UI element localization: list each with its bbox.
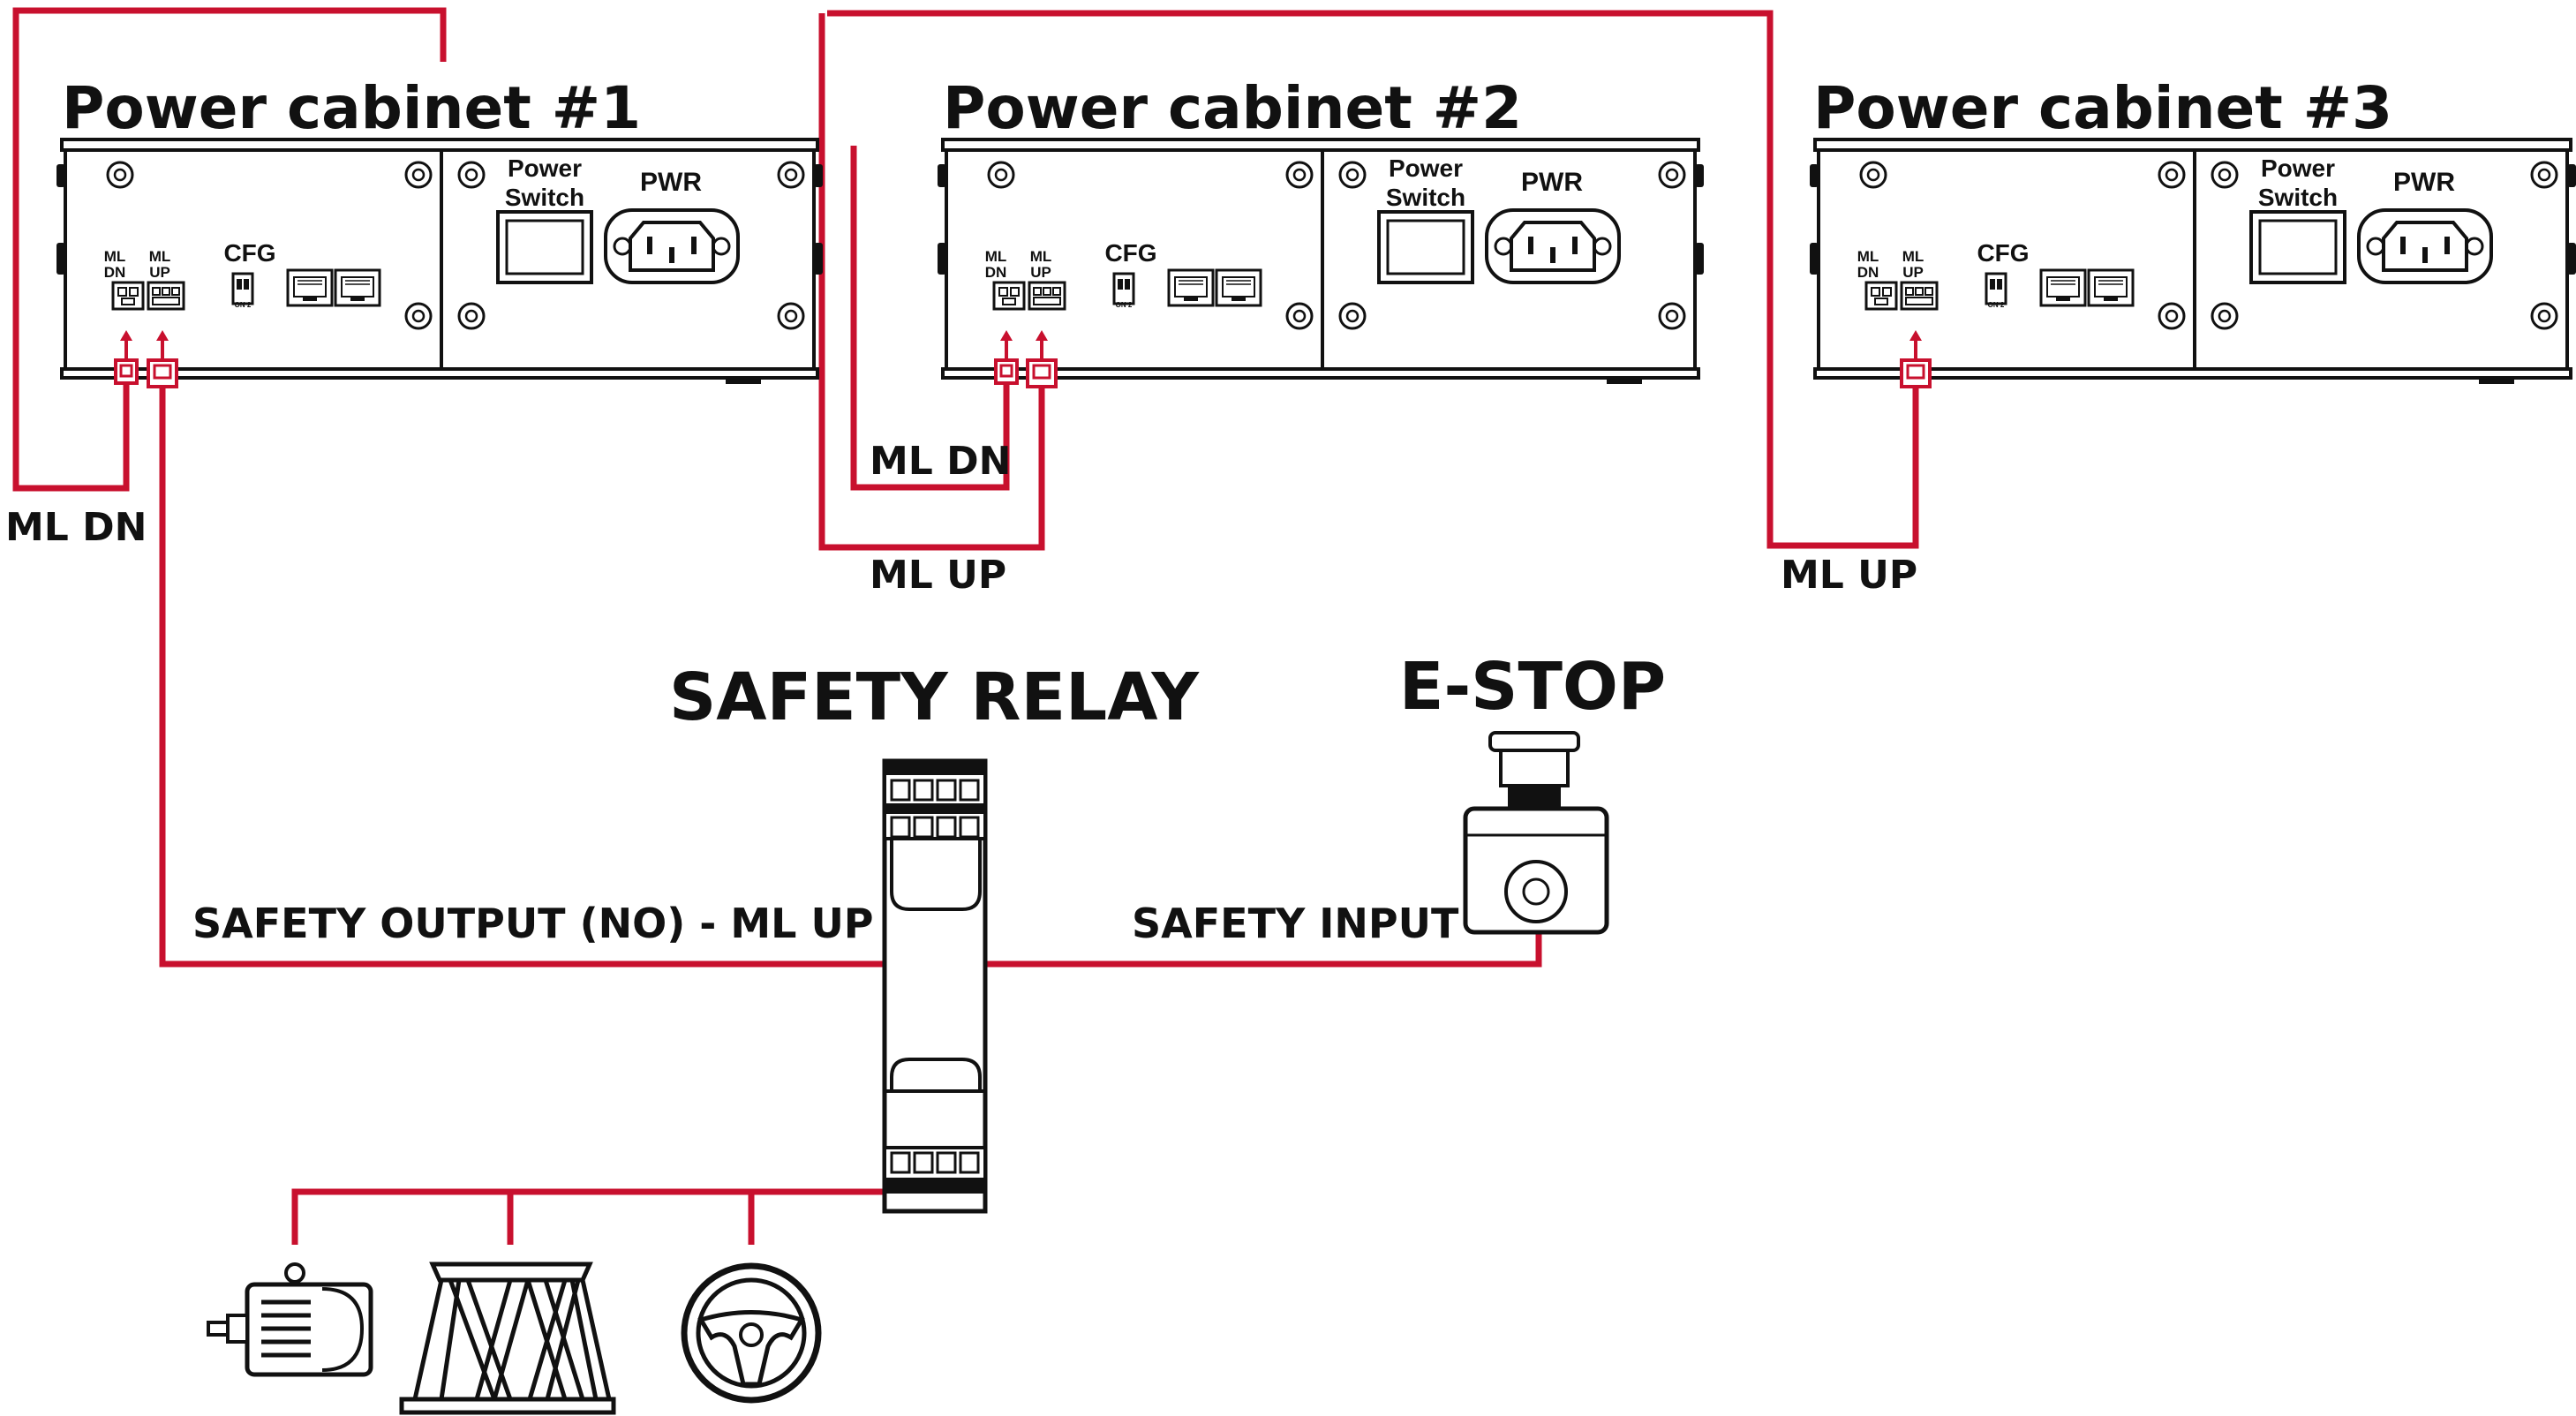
dip-switch-text-2: ON 2 (1116, 301, 1133, 309)
power-cabinet-3 (1810, 139, 2576, 384)
power-switch-label-2: Switch (1386, 184, 1465, 211)
wire-label-ml-dn-1: ML DN (5, 505, 147, 550)
wire-safety-output (159, 382, 892, 968)
power-cabinet-1 (56, 139, 823, 384)
safety-relay (882, 758, 988, 1214)
cabinet-3-title: Power cabinet #3 (1813, 74, 2392, 142)
estop-title: E-STOP (1399, 649, 1666, 725)
pwr-label: PWR (640, 168, 702, 197)
wire-label-safety-input: SAFETY INPUT (1132, 900, 1459, 947)
pwr-label: PWR (2393, 168, 2455, 197)
cfg-label: CFG (1104, 239, 1156, 267)
motion-platform-icon (399, 1262, 616, 1415)
dip-switch-text-3: ON 2 (1988, 301, 2005, 309)
power-switch-label-2: Switch (505, 184, 584, 211)
wires (12, 7, 1919, 1245)
cabinet-1-title: Power cabinet #1 (62, 74, 641, 142)
power-switch-label-1: Power (508, 154, 582, 182)
power-switch-label-1: Power (2261, 154, 2335, 182)
cfg-label: CFG (1977, 239, 2029, 267)
power-cabinet-2 (938, 139, 1704, 384)
power-switch-label-2: Switch (2258, 184, 2338, 211)
wire-cab2-ml-dn (850, 146, 1010, 491)
estop-button-icon (1463, 731, 1609, 935)
safety-relay-title: SAFETY RELAY (669, 659, 1200, 735)
dip-switch-text-1: ON 2 (235, 301, 252, 309)
cfg-label: CFG (223, 239, 275, 267)
wire-label-ml-up-2: ML UP (870, 553, 1006, 598)
wire-label-ml-up-3: ML UP (1781, 553, 1917, 598)
wire-cab1-to-cab2-up (12, 7, 447, 492)
wire-cab1-ml-dn (818, 13, 1045, 551)
pwr-label: PWR (1521, 168, 1583, 197)
wire-cab2-ml-up-loop (827, 10, 1919, 549)
cabinet-2-title: Power cabinet #2 (943, 74, 1522, 142)
wire-label-safety-output: SAFETY OUTPUT (NO) - ML UP (192, 900, 874, 947)
wire-actuator-bus (291, 1188, 892, 1245)
power-switch-label-1: Power (1389, 154, 1463, 182)
wire-label-ml-dn-2: ML DN (870, 439, 1012, 484)
electric-motor-icon (207, 1262, 373, 1377)
steering-wheel-icon (681, 1262, 822, 1404)
